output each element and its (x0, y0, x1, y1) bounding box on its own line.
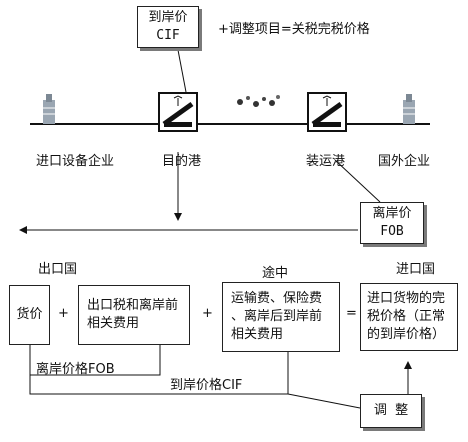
fob-bracket (29, 345, 161, 376)
freight-line1: 运输费、保险费 (231, 291, 323, 306)
result-line2: 税价格（正常 (367, 309, 446, 324)
result-line1: 进口货物的完 (367, 291, 446, 306)
cif-callout-stem (177, 49, 187, 93)
label-loading-port: 装运港 (306, 154, 346, 169)
label-import-enterprise: 进口设备企业 (36, 154, 115, 169)
plus-sign-2: + (202, 306, 213, 321)
cif-bracket-label: 到岸价格CIF (170, 378, 243, 393)
region-in-transit: 途中 (262, 266, 289, 281)
fob-callout-stem (334, 159, 381, 203)
result-box: 进口货物的完 税价格（正常 的到岸价格） (360, 283, 458, 351)
fob-callout: 离岸价 FOB (360, 202, 424, 244)
cif-callout-line1: 到岸价 (148, 10, 188, 25)
cif-callout: 到岸价 CIF (137, 6, 199, 48)
cif-to-adjust-line (287, 393, 361, 409)
formula-top: +调整项目=关税完税价格 (218, 22, 370, 37)
goods-price-label: 货价 (16, 307, 43, 322)
building-icon-foreign (400, 92, 418, 126)
fob-bracket-label: 离岸价格FOB (36, 362, 115, 377)
adjust-label: 调 整 (373, 403, 409, 418)
adjust-box: 调 整 (360, 394, 422, 428)
cif-callout-line2: CIF (156, 28, 180, 43)
fob-callout-line2: FOB (380, 224, 404, 239)
freight-box: 运输费、保险费 、离岸后到岸前 相关费用 (222, 282, 340, 352)
export-tax-line1: 出口税和离岸前 (87, 298, 179, 313)
cif-bracket (29, 345, 289, 395)
goods-price-box: 货价 (9, 285, 50, 345)
crane-icon-destination (158, 92, 198, 132)
export-tax-box: 出口税和离岸前 相关费用 (78, 285, 190, 345)
result-line3: 的到岸价格） (367, 327, 446, 342)
label-destination-port: 目的港 (162, 154, 202, 169)
building-icon (40, 92, 58, 126)
label-foreign-enterprise: 国外企业 (378, 154, 431, 169)
region-export-country: 出口国 (38, 262, 78, 277)
cargo-scatter-icon (232, 92, 282, 112)
equals-sign: = (346, 306, 357, 321)
freight-line3: 相关费用 (231, 327, 284, 342)
freight-line2: 、离岸后到岸前 (231, 309, 323, 324)
plus-sign-1: + (58, 306, 69, 321)
region-import-country: 进口国 (396, 262, 436, 277)
export-tax-line2: 相关费用 (87, 316, 140, 331)
crane-icon-loading (307, 92, 347, 132)
fob-callout-line1: 离岸价 (372, 206, 412, 221)
